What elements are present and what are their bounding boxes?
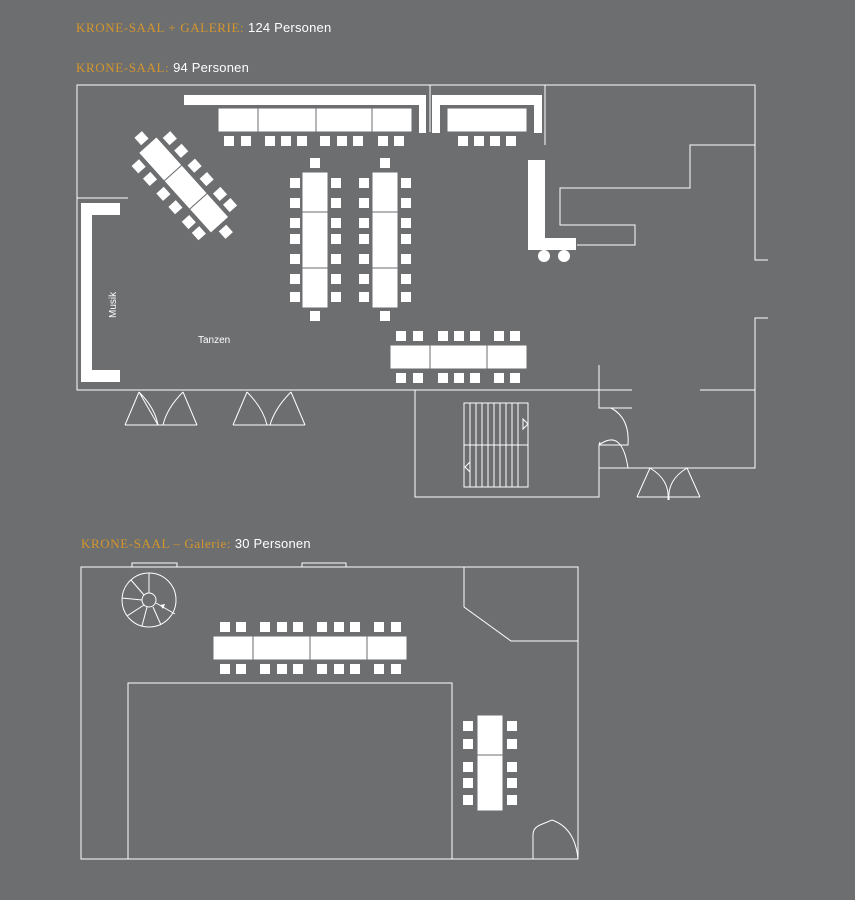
galerie-tables bbox=[212, 635, 504, 812]
saal-walls bbox=[76, 84, 768, 501]
caption-saal: KRONE-SAAL: 94 Personen bbox=[76, 60, 249, 76]
caption-saal-count: 94 Personen bbox=[173, 60, 249, 75]
galerie-walls bbox=[80, 562, 579, 860]
saal-tables bbox=[137, 107, 528, 370]
label-tanzen: Tanzen bbox=[198, 335, 230, 346]
caption-galerie: KRONE-SAAL – Galerie: 30 Personen bbox=[81, 536, 311, 552]
spiral-arrow-icon bbox=[160, 604, 165, 609]
saal-counters bbox=[81, 95, 576, 382]
caption-total: KRONE-SAAL + GALERIE: 124 Personen bbox=[76, 20, 331, 36]
label-musik: Musik bbox=[108, 291, 119, 318]
saal-chairs bbox=[131, 131, 520, 383]
caption-total-count: 124 Personen bbox=[248, 20, 332, 35]
caption-galerie-room: KRONE-SAAL – Galerie: bbox=[81, 536, 232, 551]
caption-total-room: KRONE-SAAL + GALERIE: bbox=[76, 20, 245, 35]
galerie-chairs bbox=[220, 622, 517, 805]
caption-saal-room: KRONE-SAAL: bbox=[76, 60, 170, 75]
caption-galerie-count: 30 Personen bbox=[234, 536, 311, 551]
